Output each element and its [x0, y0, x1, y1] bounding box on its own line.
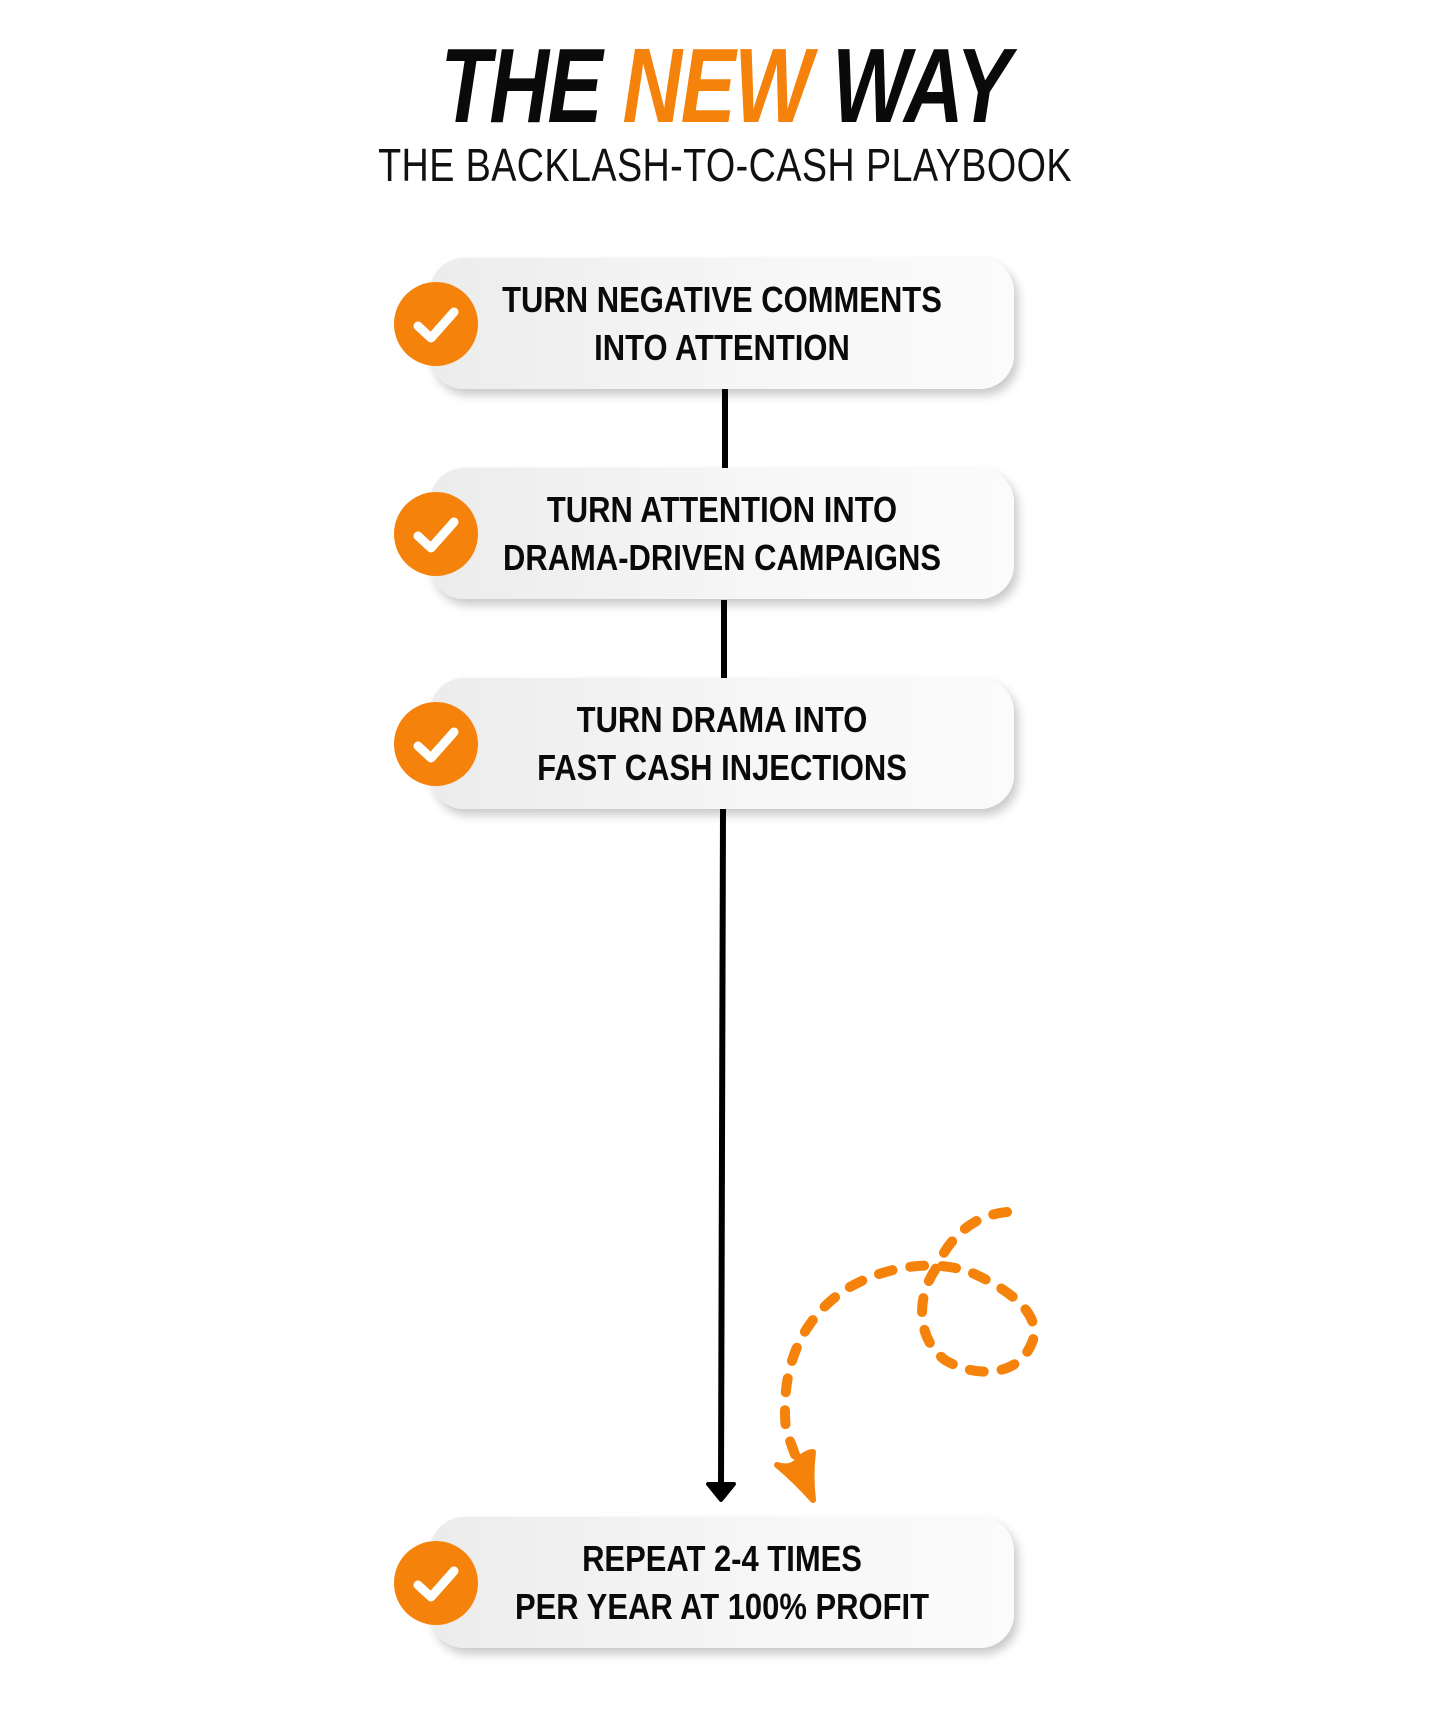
step-line: TURN DRAMA INTO [576, 698, 868, 740]
check-circle-icon [394, 281, 478, 366]
title-way: WAY [810, 27, 1011, 145]
check-circle-icon [394, 701, 478, 786]
dashed-arrowhead-icon [774, 1449, 816, 1503]
step-line: TURN ATTENTION INTO [546, 488, 898, 530]
step-line: FAST CASH INJECTIONS [537, 746, 907, 788]
page-subtitle: THE BACKLASH-TO-CASH PLAYBOOK [378, 139, 1072, 191]
page-title: THE NEW WAY [160, 26, 1291, 146]
step-card-4: REPEAT 2-4 TIMES PER YEAR AT 100% PROFIT [394, 1517, 1014, 1648]
step-card-2: TURN ATTENTION INTO DRAMA-DRIVEN CAMPAIGN… [394, 468, 1014, 599]
check-circle-icon [394, 1540, 478, 1625]
dashed-loop-arrow [780, 1207, 1040, 1465]
step-card-1: TURN NEGATIVE COMMENTS INTO ATTENTION [394, 258, 1014, 389]
step-line: INTO ATTENTION [594, 326, 850, 368]
step-card-3: TURN DRAMA INTO FAST CASH INJECTIONS [394, 678, 1014, 809]
step-line: REPEAT 2-4 TIMES [582, 1537, 862, 1579]
step-line: DRAMA-DRIVEN CAMPAIGNS [502, 536, 942, 578]
connector-3-4 [718, 808, 726, 1486]
check-circle-icon [394, 491, 478, 576]
arrowhead-down-icon [706, 1482, 736, 1502]
title-new: NEW [622, 27, 812, 145]
step-text: TURN DRAMA INTO FAST CASH INJECTIONS [471, 696, 973, 792]
step-line: TURN NEGATIVE COMMENTS [502, 278, 942, 320]
step-line: PER YEAR AT 100% PROFIT [514, 1585, 930, 1627]
step-text: REPEAT 2-4 TIMES PER YEAR AT 100% PROFIT [471, 1535, 973, 1631]
step-text: TURN ATTENTION INTO DRAMA-DRIVEN CAMPAIGN… [471, 486, 973, 582]
step-text: TURN NEGATIVE COMMENTS INTO ATTENTION [471, 276, 973, 372]
title-the: THE [440, 27, 623, 145]
